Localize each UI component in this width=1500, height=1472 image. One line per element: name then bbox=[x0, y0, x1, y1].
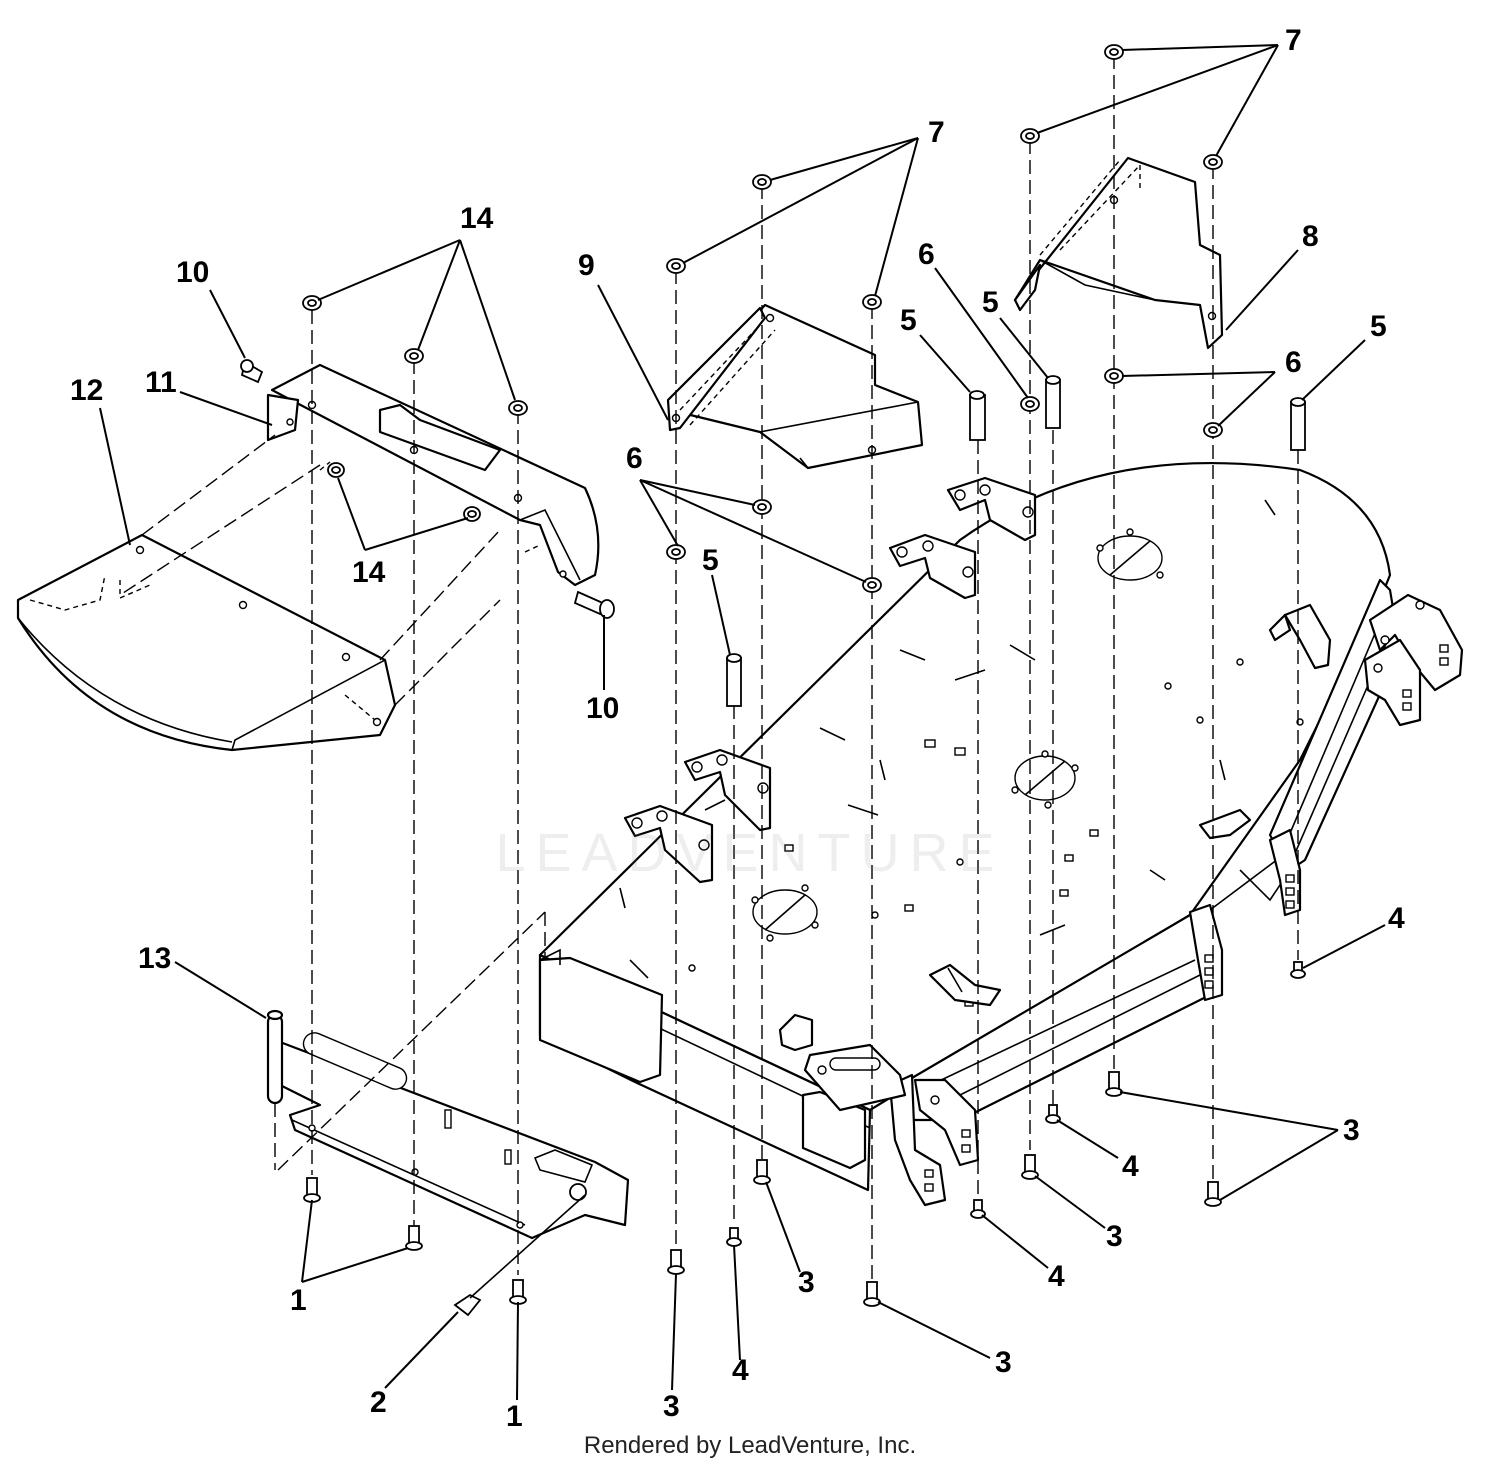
shoulder-bolt bbox=[863, 1281, 881, 1307]
callout-3: 3 bbox=[663, 1390, 680, 1423]
hanger-bracket bbox=[1368, 593, 1464, 692]
callout-7: 7 bbox=[928, 116, 945, 149]
cap-screw bbox=[1045, 1104, 1061, 1124]
flange-nut bbox=[404, 348, 424, 364]
clevis-pin bbox=[573, 590, 615, 619]
shoulder-bolt bbox=[1021, 1154, 1039, 1180]
callout-5: 5 bbox=[982, 286, 999, 319]
lock-nut bbox=[666, 258, 686, 274]
footer-credit: Rendered by LeadVenture, Inc. bbox=[583, 1432, 917, 1459]
callout-1: 1 bbox=[290, 1284, 307, 1317]
chute-mount-bracket bbox=[266, 363, 600, 587]
hairpin-clip bbox=[453, 1194, 586, 1317]
carriage-bolt bbox=[405, 1225, 423, 1251]
cap-screw bbox=[1290, 961, 1306, 979]
spindle-opening bbox=[751, 884, 819, 942]
carriage-bolt bbox=[509, 1279, 527, 1305]
deck-tab bbox=[778, 1013, 814, 1052]
callout-9: 9 bbox=[578, 249, 595, 282]
hanger-bracket bbox=[946, 476, 1037, 542]
leader-lines bbox=[99, 44, 1386, 1401]
callout-2: 2 bbox=[370, 1386, 387, 1419]
hex-nut bbox=[752, 499, 772, 515]
callout-6: 6 bbox=[626, 442, 643, 475]
callout-4: 4 bbox=[1122, 1150, 1139, 1183]
callout-3: 3 bbox=[995, 1346, 1012, 1379]
callout-8: 8 bbox=[1302, 220, 1319, 253]
flange-nut bbox=[508, 400, 528, 416]
lock-nut bbox=[1203, 154, 1223, 170]
callout-10: 10 bbox=[176, 256, 209, 289]
shoulder-bolt bbox=[1105, 1071, 1123, 1097]
lock-nut bbox=[1020, 128, 1040, 144]
discharge-chute bbox=[16, 533, 397, 752]
callout-5: 5 bbox=[900, 304, 917, 337]
belt-cover-right bbox=[1013, 156, 1224, 350]
callout-10: 10 bbox=[586, 692, 619, 725]
flange-nut bbox=[463, 506, 481, 522]
deck-tab bbox=[1268, 603, 1332, 670]
hanger-bracket bbox=[1268, 828, 1302, 917]
hanger-bracket bbox=[623, 804, 714, 884]
belt-cover-left bbox=[666, 303, 924, 470]
callout-11: 11 bbox=[145, 366, 177, 399]
cap-screw bbox=[726, 1227, 742, 1247]
hex-nut bbox=[1203, 422, 1223, 438]
callout-4: 4 bbox=[1388, 902, 1405, 935]
carriage-bolt bbox=[303, 1177, 321, 1203]
hanger-bracket bbox=[683, 748, 772, 832]
callout-3: 3 bbox=[1106, 1220, 1123, 1253]
callout-14: 14 bbox=[352, 556, 386, 589]
lock-nut bbox=[752, 174, 772, 190]
callout-1: 1 bbox=[506, 1400, 523, 1433]
hanger-bracket bbox=[1363, 638, 1422, 727]
shoulder-bolt bbox=[753, 1159, 771, 1185]
hanger-bracket bbox=[888, 1073, 947, 1207]
hex-nut bbox=[1020, 396, 1040, 412]
callout-14: 14 bbox=[460, 202, 494, 235]
callout-5: 5 bbox=[702, 544, 719, 577]
callout-labels: 14 14 10 10 11 12 9 7 7 8 6 6 6 5 5 5 5 … bbox=[70, 24, 1405, 1433]
hex-nut bbox=[862, 577, 882, 593]
callout-6: 6 bbox=[918, 238, 935, 271]
shoulder-bolt bbox=[667, 1249, 685, 1275]
callout-4: 4 bbox=[732, 1354, 749, 1387]
callout-3: 3 bbox=[798, 1266, 815, 1299]
callout-4: 4 bbox=[1048, 1260, 1065, 1293]
spacer bbox=[726, 653, 742, 707]
hanger-bracket bbox=[913, 1078, 980, 1167]
spacer bbox=[1290, 397, 1306, 451]
assembly-lines bbox=[119, 55, 1299, 1280]
deck-front-plate bbox=[803, 1043, 907, 1112]
callout-7: 7 bbox=[1285, 24, 1302, 57]
callout-3: 3 bbox=[1343, 1114, 1360, 1147]
callout-12: 12 bbox=[70, 374, 103, 407]
front-baffle bbox=[266, 1009, 630, 1240]
cap-screw bbox=[970, 1199, 986, 1219]
shoulder-bolt bbox=[1204, 1181, 1222, 1207]
deck-tab bbox=[928, 963, 1002, 1007]
hanger-bracket bbox=[888, 533, 977, 600]
hex-nut bbox=[1104, 368, 1124, 384]
hex-nut bbox=[666, 544, 686, 560]
spacer bbox=[1045, 375, 1061, 429]
callout-13: 13 bbox=[138, 942, 171, 975]
clevis-pin bbox=[240, 359, 264, 384]
spacer bbox=[969, 390, 986, 441]
callout-5: 5 bbox=[1370, 310, 1387, 343]
callout-6: 6 bbox=[1285, 346, 1302, 379]
lock-nut bbox=[862, 294, 882, 310]
flange-nut bbox=[327, 462, 345, 478]
lock-nut bbox=[1104, 44, 1124, 60]
flange-nut bbox=[302, 295, 322, 311]
